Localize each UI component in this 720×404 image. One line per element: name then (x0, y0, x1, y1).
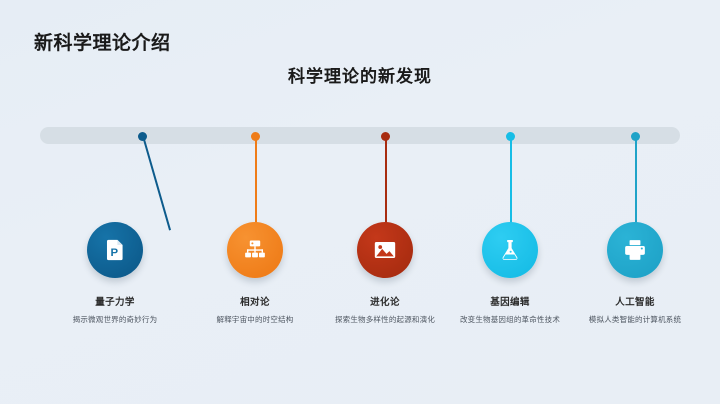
node-caption: 基因编辑改变生物基因组的革命性技术 (448, 296, 572, 326)
page-title: 新科学理论介绍 (34, 33, 171, 54)
node-title: 量子力学 (95, 297, 135, 308)
node-description: 解释宇宙中的时空结构 (216, 315, 294, 324)
node-anchor-dot[interactable] (380, 131, 390, 141)
node-connector-line (635, 136, 637, 230)
node-icon-circle[interactable]: P (87, 222, 143, 278)
node-description: 揭示微观世界的奇妙行为 (72, 315, 158, 324)
timeline-node[interactable]: P 量子力学揭示微观世界的奇妙行为 (35, 0, 195, 404)
node-description: 改变生物基因组的革命性技术 (459, 315, 561, 324)
printer-icon (622, 237, 648, 263)
node-anchor-dot[interactable] (250, 131, 260, 141)
node-caption: 量子力学揭示微观世界的奇妙行为 (53, 296, 177, 326)
node-anchor-dot[interactable] (505, 131, 515, 141)
timeline-node[interactable]: 人工智能模拟人类智能的计算机系统 (555, 0, 715, 404)
node-icon-circle[interactable] (357, 222, 413, 278)
node-connector-line (385, 136, 387, 230)
node-connector-line (510, 136, 512, 230)
node-title: 基因编辑 (490, 297, 530, 308)
image-picture-icon (372, 237, 398, 263)
timeline-node[interactable]: 相对论解释宇宙中的时空结构 (175, 0, 335, 404)
node-description: 模拟人类智能的计算机系统 (588, 315, 682, 324)
node-connector-line (142, 135, 171, 231)
pdf-document-icon: P (102, 237, 128, 263)
node-icon-circle[interactable] (482, 222, 538, 278)
org-chart-icon (242, 237, 268, 263)
node-title: 人工智能 (615, 297, 655, 308)
node-caption: 人工智能模拟人类智能的计算机系统 (573, 296, 697, 326)
node-icon-circle[interactable] (607, 222, 663, 278)
slide-heading: 科学理论的新发现 (288, 67, 432, 86)
node-caption: 相对论解释宇宙中的时空结构 (193, 296, 317, 326)
node-icon-circle[interactable] (227, 222, 283, 278)
node-anchor-dot[interactable] (137, 131, 147, 141)
node-title: 相对论 (240, 297, 270, 308)
timeline-node[interactable]: 基因编辑改变生物基因组的革命性技术 (430, 0, 590, 404)
svg-text:P: P (111, 247, 119, 259)
node-connector-line (255, 136, 257, 230)
flask-icon (497, 237, 523, 263)
timeline-bar (40, 127, 680, 144)
node-description: 探索生物多样性的起源和演化 (334, 315, 436, 324)
timeline-node[interactable]: 进化论探索生物多样性的起源和演化 (305, 0, 465, 404)
node-anchor-dot[interactable] (630, 131, 640, 141)
node-title: 进化论 (370, 297, 400, 308)
node-caption: 进化论探索生物多样性的起源和演化 (323, 296, 447, 326)
